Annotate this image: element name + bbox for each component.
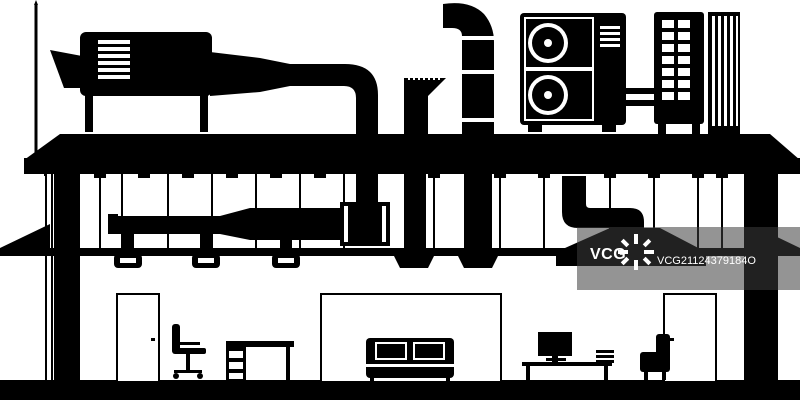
rooftop-air-handler (50, 32, 378, 134)
door-left (116, 293, 160, 383)
antenna (34, 0, 38, 162)
heat-exchanger (654, 12, 740, 134)
fan-unit-icon (98, 40, 130, 79)
vent-stack (404, 74, 446, 134)
door-right (663, 293, 717, 383)
exhaust-duct (443, 3, 498, 134)
drain-pipe (30, 162, 53, 387)
monitor-icon (522, 332, 614, 382)
watermark-id: VCG21124379184O (657, 255, 756, 267)
armchair-icon (640, 334, 670, 380)
sofa-icon (366, 338, 454, 382)
watermark-logo: VCG (590, 246, 627, 263)
watermark-banner (577, 227, 800, 290)
condenser-icon (520, 13, 626, 132)
supply-duct (108, 202, 390, 268)
office-chair-icon (172, 324, 206, 379)
roof-slab (24, 134, 800, 174)
desk-icon (226, 341, 294, 381)
watermark-burst-icon (618, 234, 654, 270)
